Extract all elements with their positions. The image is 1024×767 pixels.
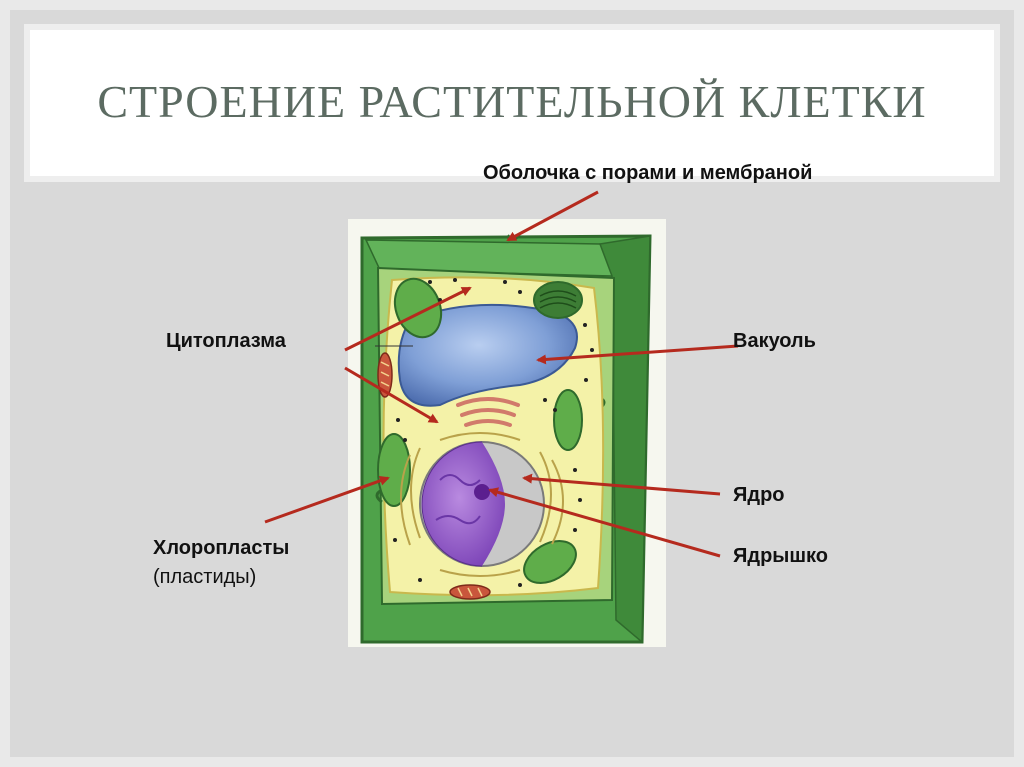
label-vacuole: Вакуоль xyxy=(733,330,816,353)
nucleolus xyxy=(474,484,490,500)
label-cell-wall: Оболочка с порами и мембраной xyxy=(483,162,812,185)
label-chloroplasts-note: (пластиды) xyxy=(153,566,256,589)
nucleus xyxy=(420,442,544,566)
label-nucleus: Ядро xyxy=(733,484,785,507)
label-nucleolus: Ядрышко xyxy=(733,545,828,568)
label-chloroplasts: Хлоропласты xyxy=(153,537,289,560)
label-cytoplasm: Цитоплазма xyxy=(166,330,286,353)
